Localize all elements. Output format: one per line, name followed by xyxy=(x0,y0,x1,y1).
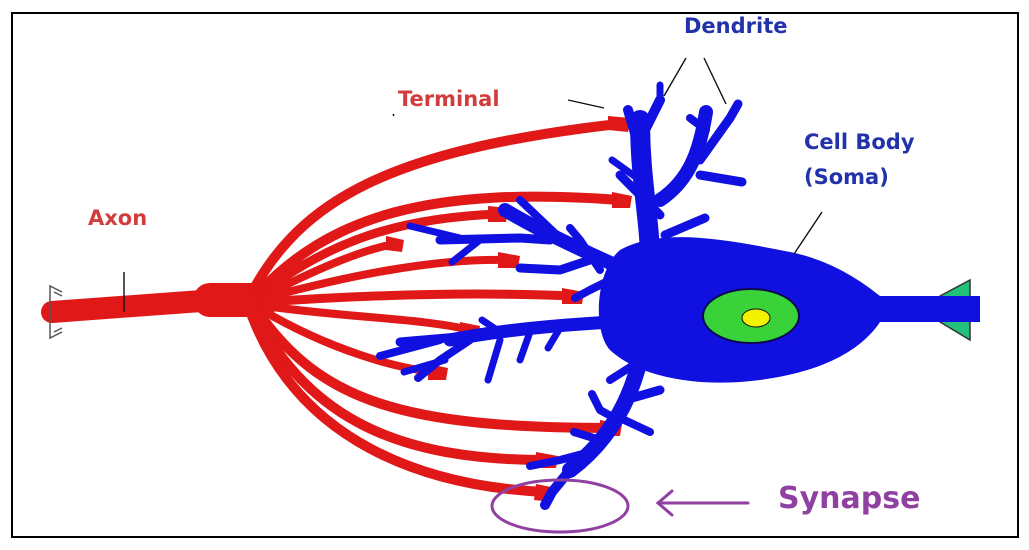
dendrite-branch xyxy=(488,340,500,380)
dendrite-branch xyxy=(520,332,530,360)
dendrite-leader xyxy=(664,58,686,96)
axon-terminal xyxy=(386,236,404,252)
dendrite-leader xyxy=(704,58,726,104)
dendrite-branch xyxy=(574,432,600,440)
dendrite-branch xyxy=(665,218,705,235)
axon-trunk xyxy=(52,300,215,312)
dendrite-branch xyxy=(620,418,650,432)
dendrite-label: Dendrite xyxy=(684,16,788,37)
soma-label: (Soma) xyxy=(804,167,889,188)
axon-terminal xyxy=(612,192,632,208)
axon-label: Axon xyxy=(88,208,147,229)
right-end-cap xyxy=(935,280,975,340)
dendrite-branch xyxy=(700,175,742,182)
nucleolus xyxy=(742,309,770,327)
axon-branch xyxy=(265,294,572,302)
dendrite-branch xyxy=(520,260,590,270)
cell-body-label: Cell Body xyxy=(804,132,915,153)
terminal-dot xyxy=(393,114,394,116)
synapse-label: Synapse xyxy=(778,484,920,514)
terminal-label: Terminal xyxy=(398,89,500,110)
soma-leader xyxy=(794,212,822,254)
terminal-leader xyxy=(568,100,604,108)
dendrite-branch xyxy=(410,226,460,238)
axon xyxy=(52,124,620,492)
left-arrow-icon xyxy=(658,491,748,515)
